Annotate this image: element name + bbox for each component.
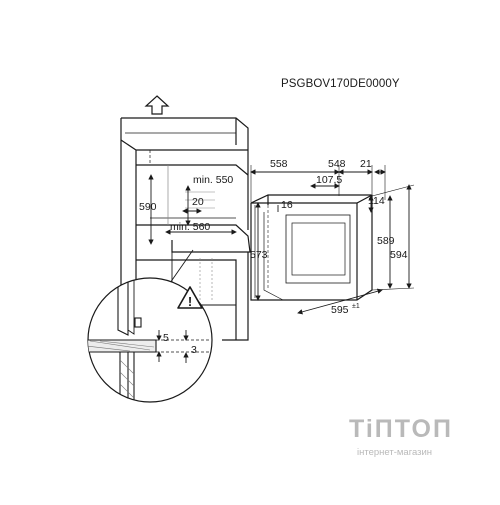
dim-min-550: min. 550	[193, 174, 233, 186]
dim-573: 573	[250, 249, 268, 261]
up-arrow-icon	[144, 95, 170, 115]
dim-3: 3	[191, 344, 197, 356]
dim-16: 16	[281, 199, 293, 211]
cabinet-dimensions	[148, 174, 237, 245]
watermark-brand: TiПTOП	[349, 415, 453, 443]
detail-dimensions	[156, 330, 189, 363]
dim-590: 590	[139, 201, 157, 213]
warning-triangle-icon: !	[177, 286, 203, 309]
oven	[250, 194, 373, 301]
dim-107-5: 107,5	[316, 174, 342, 186]
dim-548: 548	[328, 158, 346, 170]
dim-595: 595	[331, 304, 349, 316]
dim-114: 114	[368, 195, 385, 207]
detail-circle	[87, 277, 213, 403]
dim-21: 21	[360, 158, 372, 170]
dim-589: 589	[377, 235, 395, 247]
warning-mark: !	[188, 294, 192, 309]
model-code: PSGBOV170DE0000Y	[281, 78, 400, 90]
oven-dimensions	[250, 165, 415, 315]
watermark-subtitle: інтернет-магазин	[357, 447, 433, 458]
dim-20: 20	[192, 196, 204, 208]
dim-5: 5	[163, 332, 169, 344]
dim-595-tolerance: ±1	[352, 303, 360, 310]
dim-min-560: min. 560	[170, 221, 210, 233]
dim-558: 558	[270, 158, 288, 170]
detail-leader	[169, 249, 194, 284]
dim-594: 594	[390, 249, 408, 261]
